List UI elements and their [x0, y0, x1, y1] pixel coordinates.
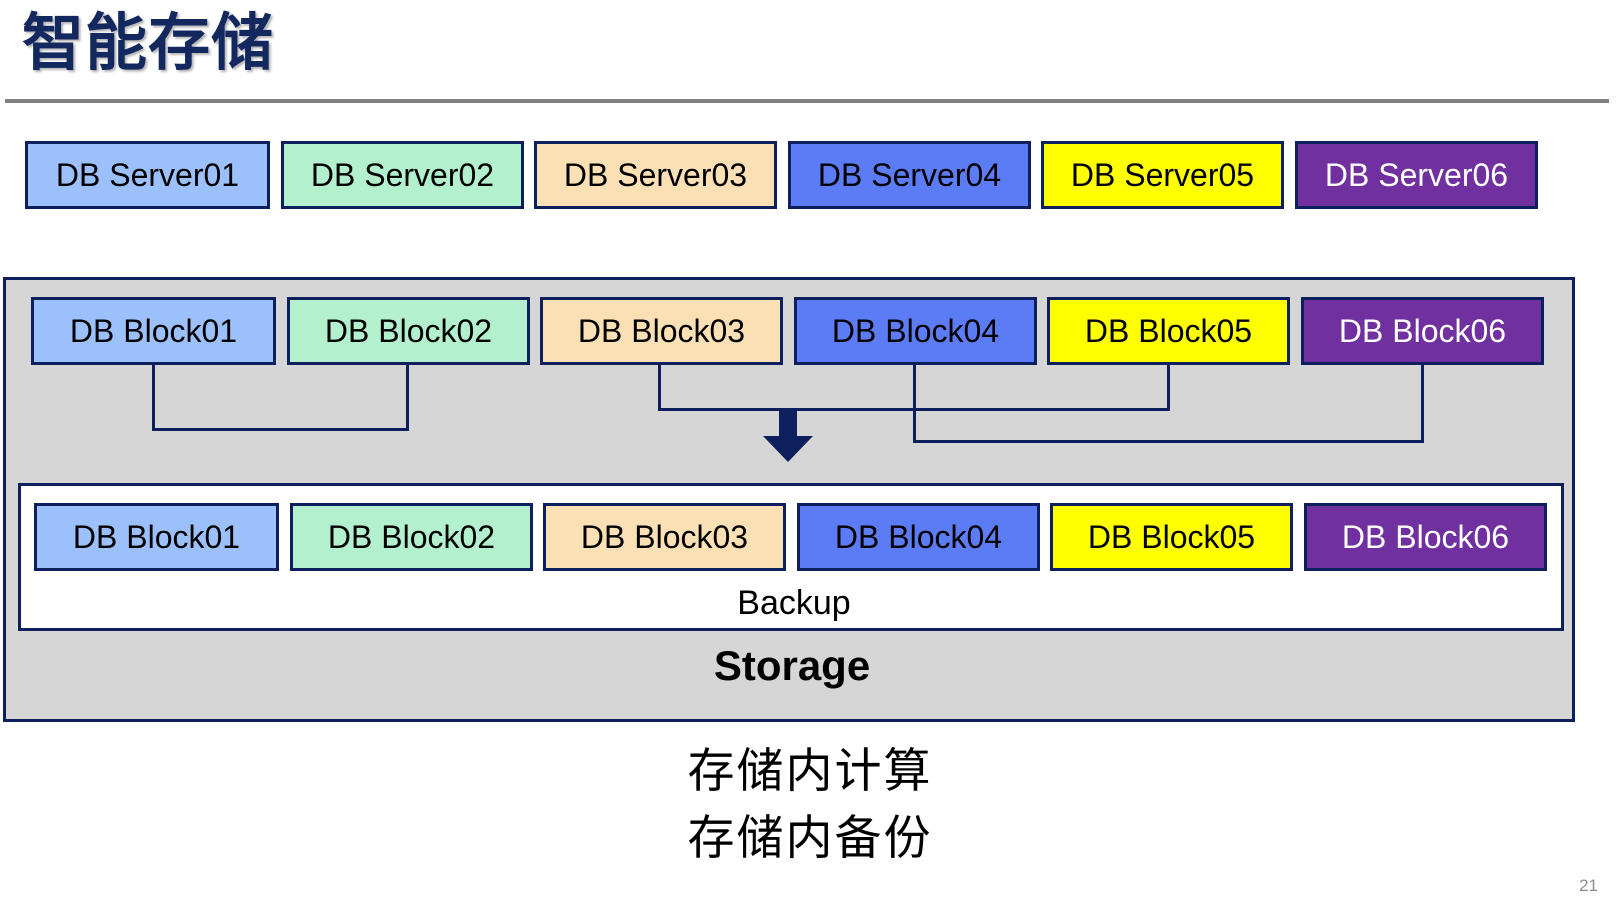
db-backup-block-box-2: DB Block02 [290, 503, 533, 571]
db-backup-block-box-label: DB Block03 [580, 519, 749, 555]
db-server-box-label: DB Server05 [1070, 157, 1255, 193]
connector-block04-block06-left-leg [913, 365, 916, 440]
db-block-box-2: DB Block02 [287, 297, 530, 365]
connector-block01-block02-crossbar [152, 428, 409, 431]
backup-flow-arrow [763, 410, 813, 462]
page-number: 21 [1579, 876, 1598, 895]
storage-label: Storage [713, 642, 871, 689]
db-server-box-4: DB Server04 [788, 141, 1031, 209]
caption-line-1: 存储内计算 [687, 744, 933, 797]
db-server-box-3: DB Server03 [534, 141, 777, 209]
backup-box: DB Block01 DB Block02 DB Block03 DB Block04… [18, 483, 1564, 631]
page-title: 智能存储 [22, 9, 275, 78]
db-backup-block-box-1: DB Block01 [34, 503, 279, 571]
db-server-box-label: DB Server03 [563, 157, 748, 193]
db-backup-block-box-label: DB Block02 [327, 519, 496, 555]
storage-panel: DB Block01 DB Block02 DB Block03 DB Block04… [3, 277, 1575, 722]
caption-block: 存储内计算 存储内备份 [0, 738, 1620, 871]
db-backup-block-box-6: DB Block06 [1304, 503, 1547, 571]
db-server-box-label: DB Server02 [310, 157, 495, 193]
connector-block04-block06-crossbar [913, 440, 1424, 443]
connector-block01-block02-right-leg [406, 365, 409, 428]
connector-block03-block05-right-leg [1167, 365, 1170, 408]
db-backup-block-box-5: DB Block05 [1050, 503, 1293, 571]
db-block-box-3: DB Block03 [540, 297, 783, 365]
db-server-box-6: DB Server06 [1295, 141, 1538, 209]
db-server-box-label: DB Server06 [1324, 157, 1509, 193]
db-server-box-label: DB Server01 [55, 157, 240, 193]
db-backup-block-box-label: DB Block06 [1341, 519, 1510, 555]
db-server-box-label: DB Server04 [817, 157, 1002, 193]
db-block-box-label: DB Block01 [69, 313, 238, 349]
db-backup-block-box-3: DB Block03 [543, 503, 786, 571]
db-server-box-1: DB Server01 [25, 141, 270, 209]
title-divider [5, 99, 1609, 103]
db-block-box-4: DB Block04 [794, 297, 1037, 365]
db-backup-block-box-4: DB Block04 [797, 503, 1040, 571]
db-block-box-label: DB Block02 [324, 313, 493, 349]
backup-label: Backup [737, 584, 851, 622]
db-server-box-2: DB Server02 [281, 141, 524, 209]
db-server-box-5: DB Server05 [1041, 141, 1284, 209]
connector-block03-block05-left-leg [658, 365, 661, 408]
db-block-box-5: DB Block05 [1047, 297, 1290, 365]
db-backup-block-box-label: DB Block05 [1087, 519, 1256, 555]
down-arrow-icon [763, 410, 813, 462]
connector-block04-block06-right-leg [1421, 365, 1424, 440]
caption-line-2: 存储内备份 [687, 810, 933, 864]
db-backup-block-box-label: DB Block04 [834, 519, 1003, 555]
db-block-box-label: DB Block03 [577, 313, 746, 349]
db-block-box-label: DB Block06 [1338, 313, 1507, 349]
db-backup-block-box-label: DB Block01 [72, 519, 241, 555]
connector-block01-block02-left-leg [152, 365, 155, 428]
db-block-box-1: DB Block01 [31, 297, 276, 365]
db-block-box-6: DB Block06 [1301, 297, 1544, 365]
db-block-box-label: DB Block05 [1084, 313, 1253, 349]
db-block-box-label: DB Block04 [831, 313, 1000, 349]
